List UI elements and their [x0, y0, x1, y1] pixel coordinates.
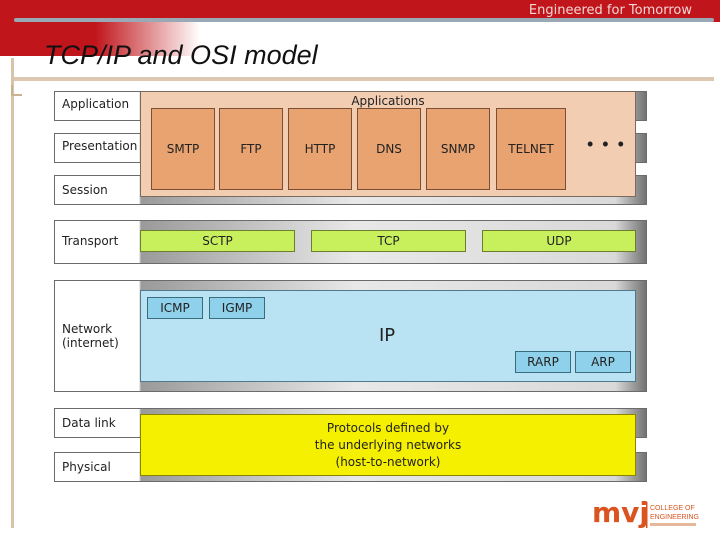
- network-panel: ICMP IGMP IP RARP ARP: [140, 290, 636, 382]
- label-physical: Physical: [62, 460, 111, 474]
- network-arp: ARP: [575, 351, 631, 373]
- header-band: [0, 22, 720, 56]
- accent-bar: [14, 18, 714, 22]
- mvj-logo: mvj COLLEGE OF ENGINEERING: [592, 496, 699, 529]
- page-title: TCP/IP and OSI model: [44, 40, 318, 70]
- applications-panel: Applications SMTP FTP HTTP DNS SNMP TELN…: [140, 91, 636, 197]
- label-data-link: Data link: [62, 416, 116, 430]
- applications-title: Applications: [351, 94, 425, 108]
- corner-decoration: [11, 85, 22, 96]
- tagline: Engineered for Tomorrow: [528, 3, 692, 18]
- svg-text:COLLEGE OF: COLLEGE OF: [650, 505, 695, 512]
- label-transport: Transport: [62, 234, 119, 248]
- app-http: HTTP: [288, 108, 352, 190]
- network-ip: IP: [379, 325, 396, 346]
- side-line: [11, 58, 14, 528]
- svg-text:mvj: mvj: [592, 496, 649, 529]
- svg-text:ENGINEERING: ENGINEERING: [650, 514, 699, 521]
- app-ftp: FTP: [219, 108, 283, 190]
- more-apps-ellipsis: • • •: [587, 134, 626, 154]
- transport-sctp: SCTP: [140, 230, 295, 252]
- header-bar: Engineered for Tomorrow: [0, 0, 720, 22]
- link-protocols-panel: Protocols defined by the underlying netw…: [140, 414, 636, 476]
- app-dns: DNS: [357, 108, 421, 190]
- label-session: Session: [62, 183, 108, 197]
- label-network: Network (internet): [62, 322, 119, 350]
- app-telnet: TELNET: [496, 108, 566, 190]
- app-snmp: SNMP: [426, 108, 490, 190]
- transport-udp: UDP: [482, 230, 636, 252]
- app-smtp: SMTP: [151, 108, 215, 190]
- label-presentation: Presentation: [62, 139, 138, 153]
- label-application: Application: [62, 97, 130, 111]
- network-igmp: IGMP: [209, 297, 265, 319]
- network-rarp: RARP: [515, 351, 571, 373]
- transport-tcp: TCP: [311, 230, 466, 252]
- network-icmp: ICMP: [147, 297, 203, 319]
- title-underline: [14, 77, 714, 81]
